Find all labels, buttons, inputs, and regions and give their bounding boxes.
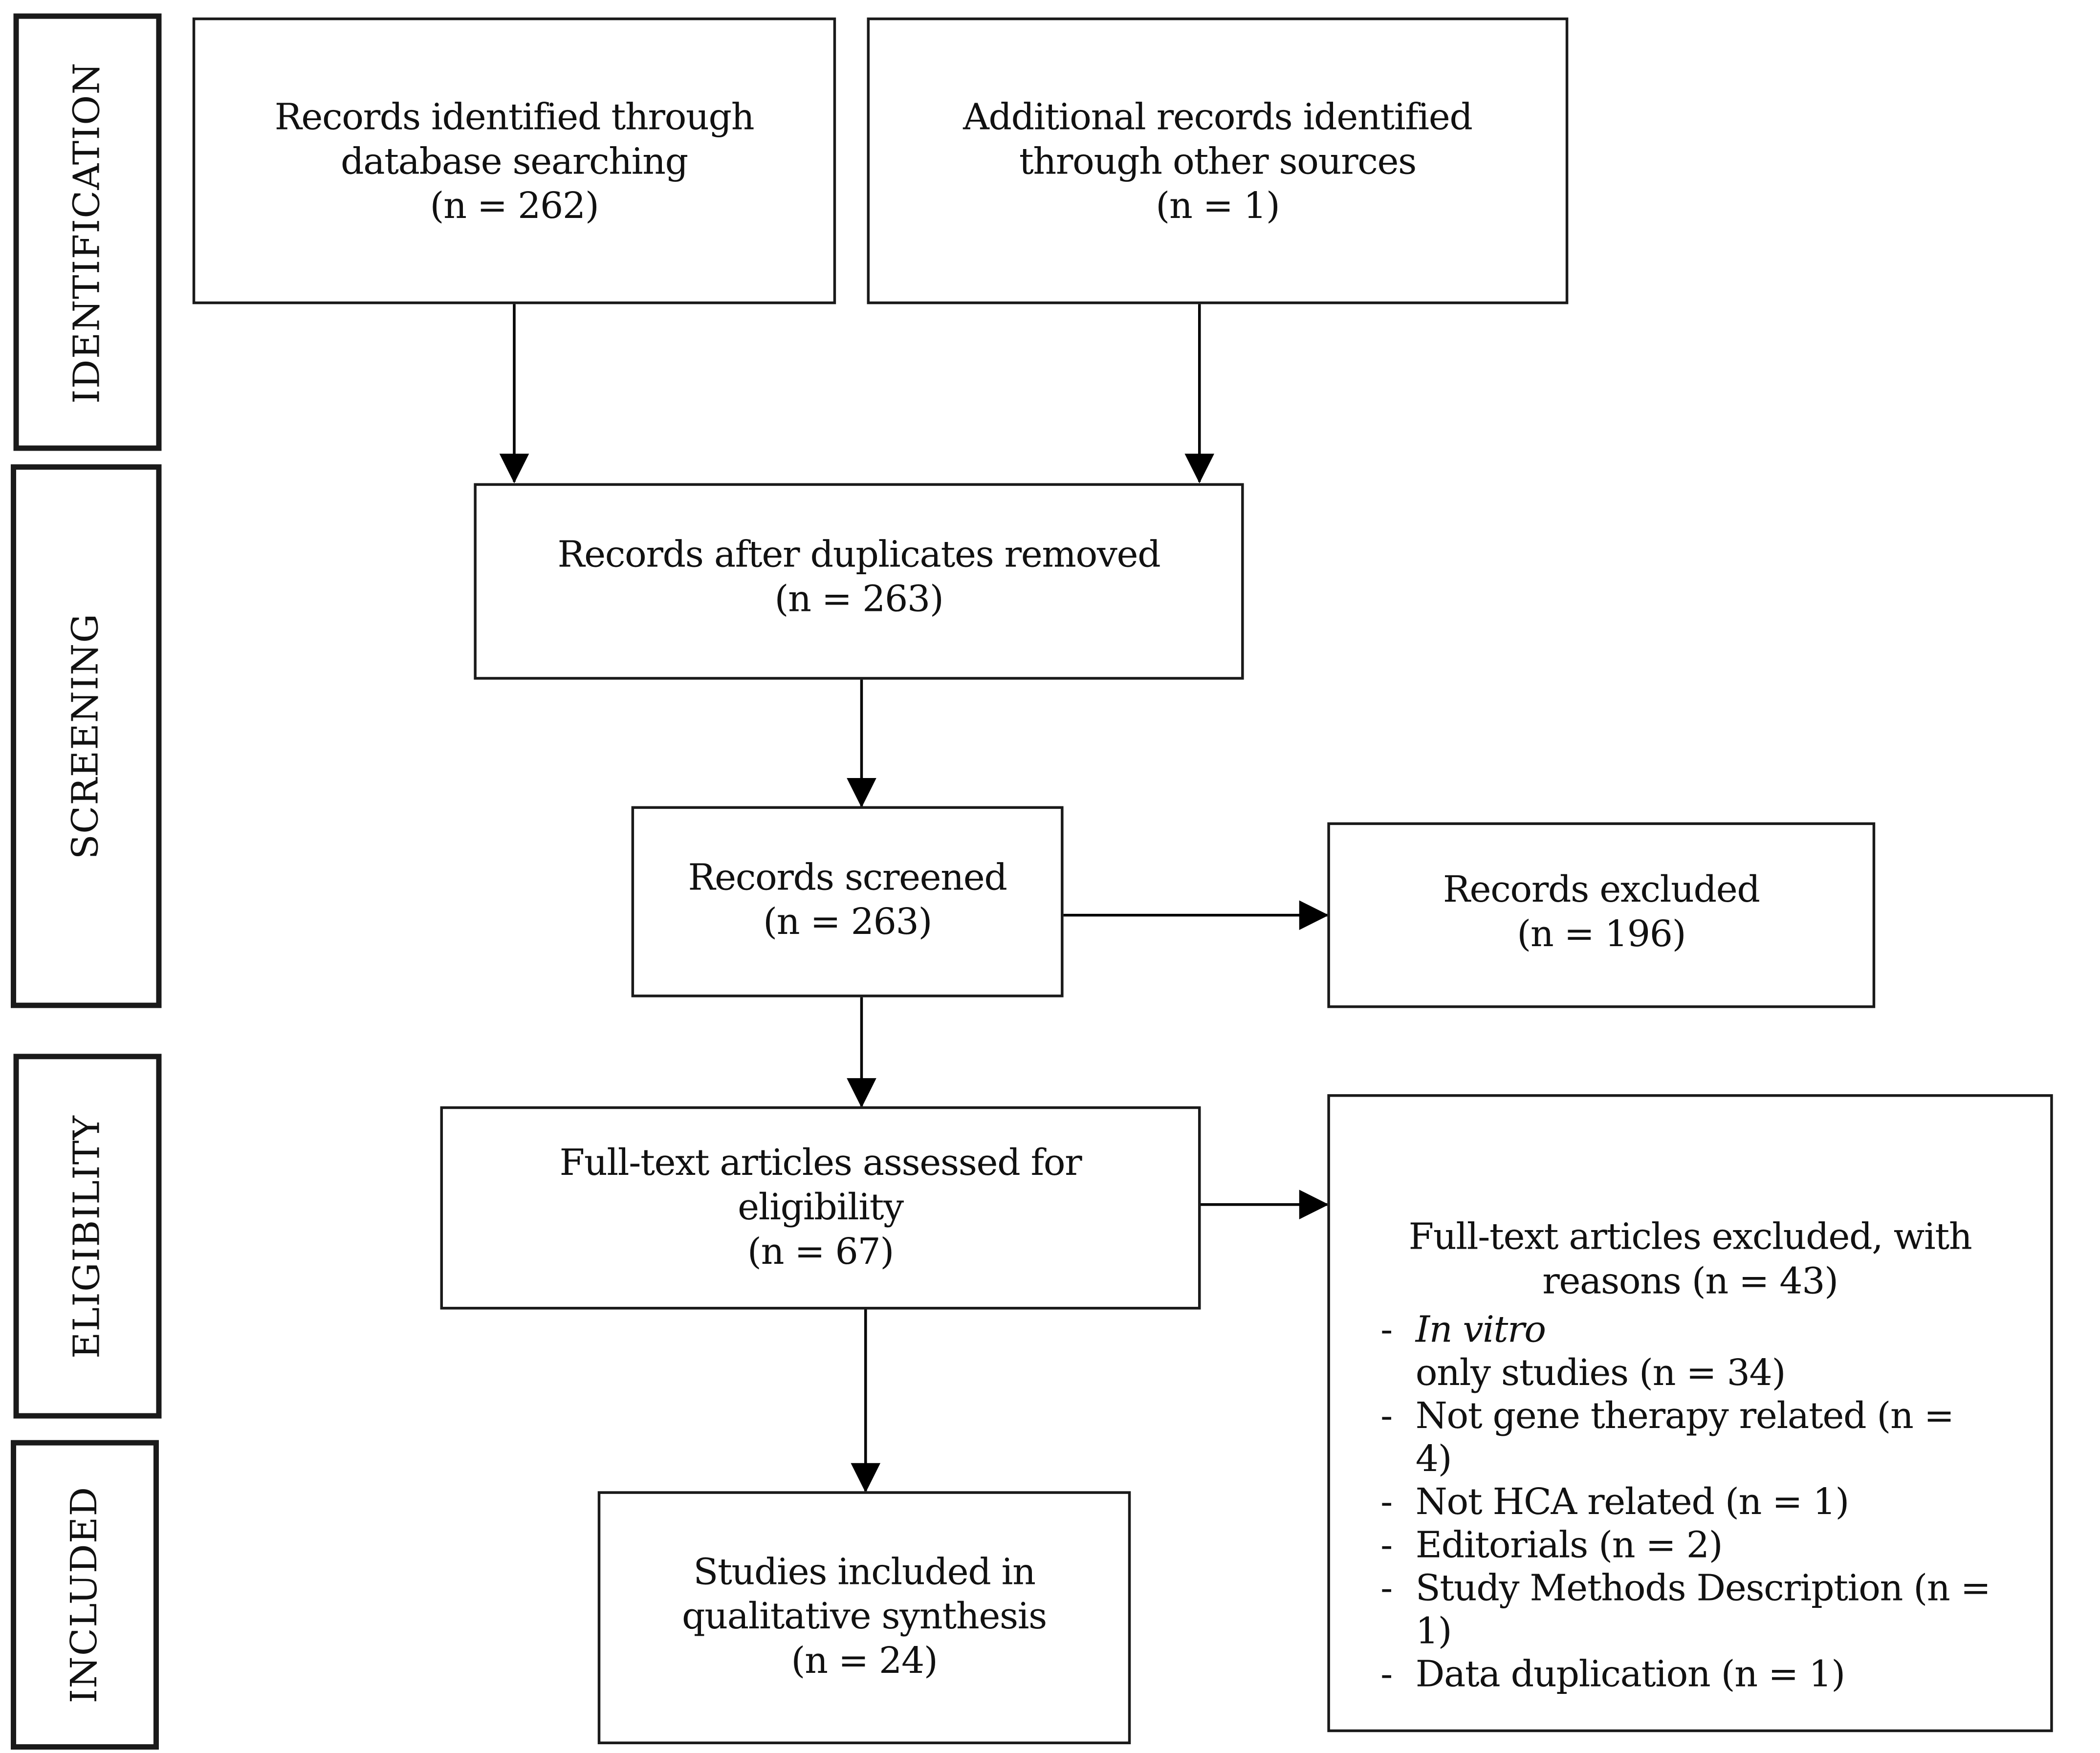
box-fulltext-excluded: Full-text articles excluded, with reason…: [1327, 1094, 2053, 1732]
other-sources-line2: through other sources: [1019, 141, 1417, 183]
exclusion-reason-text: Editorials (n = 2): [1415, 1525, 1723, 1567]
records-excluded-count: (n = 196): [1517, 913, 1686, 956]
exclusion-reason-text: Not HCA related (n = 1): [1415, 1482, 1850, 1524]
box-database-search: Records identified through database sear…: [192, 17, 836, 304]
phase-identification: IDENTIFICATION: [13, 13, 162, 451]
studies-included-line1: Studies included in: [693, 1552, 1036, 1594]
exclusion-reason: Data duplication (n = 1): [1380, 1654, 2000, 1697]
database-search-line1: Records identified through: [274, 97, 755, 139]
fulltext-excluded-line1: Full-text articles excluded, with: [1408, 1216, 1972, 1258]
duplicates-removed-count: (n = 263): [774, 579, 943, 621]
exclusion-reason-text: only studies (n = 34): [1415, 1352, 1786, 1395]
exclusion-reason: Study Methods Description (n = 1): [1380, 1568, 2000, 1654]
fulltext-assessed-line2: eligibility: [738, 1187, 904, 1229]
exclusion-reason: Editorials (n = 2): [1380, 1525, 2000, 1568]
exclusion-reason: Not HCA related (n = 1): [1380, 1482, 2000, 1525]
database-search-count: (n = 262): [430, 186, 599, 228]
box-studies-included: Studies included in qualitative synthesi…: [597, 1491, 1131, 1745]
exclusion-reason-text: Data duplication (n = 1): [1415, 1654, 1845, 1696]
box-fulltext-assessed: Full-text articles assessed for eligibil…: [440, 1106, 1201, 1310]
records-screened-count: (n = 263): [763, 902, 932, 944]
other-sources-count: (n = 1): [1156, 186, 1280, 228]
box-records-excluded: Records excluded (n = 196): [1327, 822, 1876, 1008]
other-sources-line1: Additional records identified: [963, 97, 1473, 139]
studies-included-line2: qualitative synthesis: [682, 1596, 1047, 1638]
records-excluded-line1: Records excluded: [1443, 869, 1760, 911]
records-screened-line1: Records screened: [688, 857, 1008, 899]
phase-included: INCLUDED: [11, 1440, 159, 1750]
fulltext-excluded-line2: reasons (n = 43): [1542, 1261, 1838, 1303]
box-other-sources: Additional records identified through ot…: [867, 17, 1569, 304]
exclusion-reasons-list: In vitro only studies (n = 34) Not gene …: [1380, 1310, 2000, 1697]
exclusion-reason-italic: In vitro: [1415, 1309, 1546, 1351]
fulltext-assessed-count: (n = 67): [747, 1231, 894, 1274]
phase-screening: SCREENING: [11, 464, 162, 1008]
fulltext-assessed-line1: Full-text articles assessed for: [559, 1143, 1082, 1185]
box-duplicates-removed: Records after duplicates removed (n = 26…: [474, 483, 1244, 680]
exclusion-reason-text: Not gene therapy related (n = 4): [1415, 1395, 1954, 1481]
phase-eligibility: ELIGIBILITY: [13, 1054, 162, 1419]
exclusion-reason: Not gene therapy related (n = 4): [1380, 1396, 2000, 1482]
box-records-screened: Records screened (n = 263): [631, 806, 1064, 997]
exclusion-reason-text: Study Methods Description (n = 1): [1415, 1568, 1991, 1653]
studies-included-count: (n = 24): [791, 1641, 938, 1683]
database-search-line2: database searching: [340, 141, 688, 183]
exclusion-reason: In vitro only studies (n = 34): [1380, 1310, 2000, 1396]
duplicates-removed-line1: Records after duplicates removed: [557, 534, 1161, 576]
